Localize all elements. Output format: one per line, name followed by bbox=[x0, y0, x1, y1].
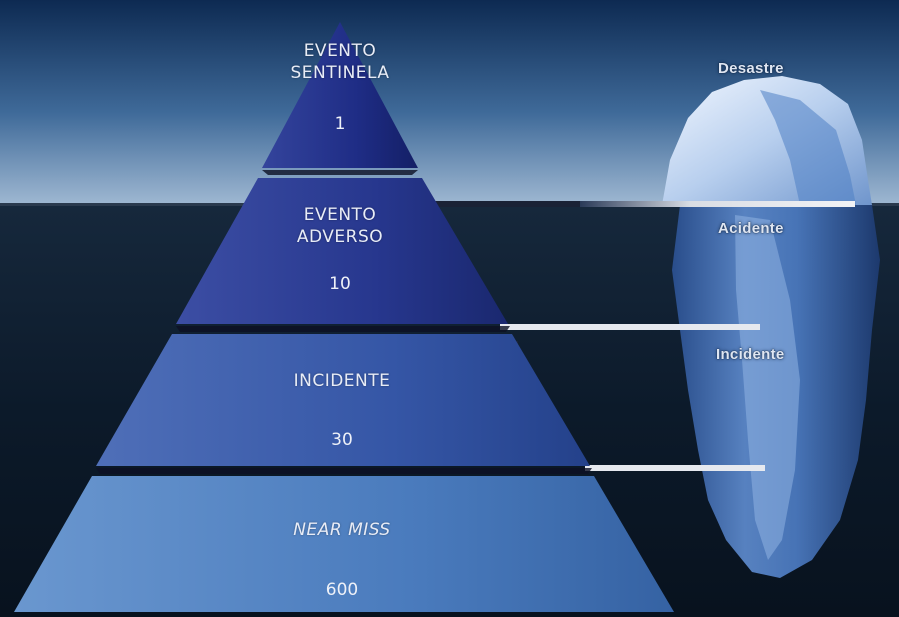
tier-2-label-line-1: EVENTO bbox=[303, 205, 377, 225]
tier-3-label-line-1: INCIDENTE bbox=[293, 371, 391, 391]
connector-bar-1 bbox=[580, 201, 855, 207]
tier-1-label-line-2: SENTINELA bbox=[290, 63, 390, 83]
tier-4-count: 600 bbox=[325, 580, 359, 600]
pyramid-tier-4 bbox=[14, 476, 674, 612]
pyramid-tier-1 bbox=[262, 22, 418, 168]
pyramid-tier-1-shadow bbox=[262, 170, 418, 175]
connector-bar-3 bbox=[585, 465, 765, 471]
tier-2-label: EVENTO ADVERSO bbox=[297, 204, 383, 248]
iceberg-label-incidente: Incidente bbox=[716, 346, 785, 363]
tier-2-label-line-2: ADVERSO bbox=[296, 227, 384, 247]
tier-1-count: 1 bbox=[334, 114, 346, 134]
pyramid-tier-3-shadow bbox=[96, 468, 592, 474]
pyramid-tier-2-shadow bbox=[176, 326, 510, 332]
tier-2-count: 10 bbox=[329, 274, 351, 294]
connector-bar-2 bbox=[500, 324, 760, 330]
iceberg-label-desastre: Desastre bbox=[718, 60, 784, 77]
pyramid-tier-3 bbox=[96, 334, 590, 466]
tier-3-label: INCIDENTE bbox=[294, 370, 391, 392]
tier-1-label: EVENTO SENTINELA bbox=[290, 40, 389, 84]
iceberg-tip-shade bbox=[760, 90, 856, 205]
tier-1-label-line-1: EVENTO bbox=[303, 41, 377, 61]
connector-bar-1-dark bbox=[380, 201, 580, 207]
tier-4-label-line-1: NEAR MISS bbox=[293, 520, 391, 540]
pyramid-tier-2 bbox=[176, 178, 508, 324]
tier-3-count: 30 bbox=[331, 430, 353, 450]
tier-4-label: NEAR MISS bbox=[293, 519, 390, 541]
iceberg-underwater-highlight bbox=[735, 215, 800, 560]
iceberg-label-acidente: Acidente bbox=[718, 220, 784, 237]
